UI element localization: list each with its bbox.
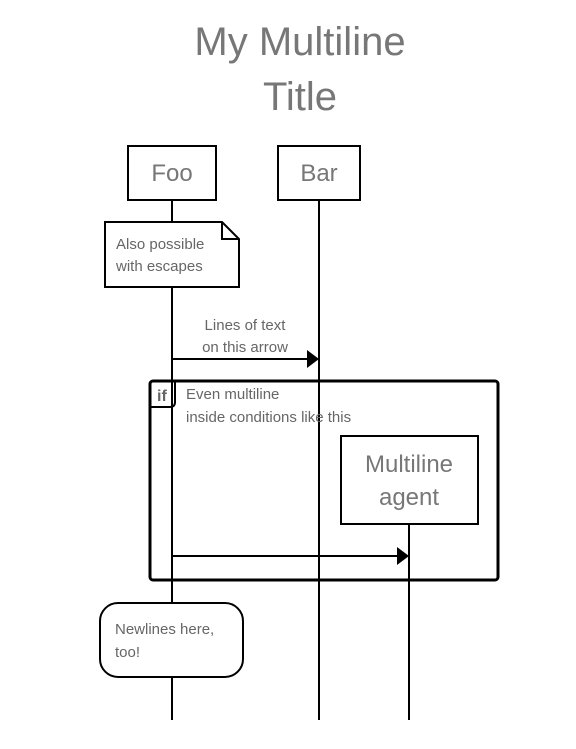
agent-foo: Foo — [127, 145, 217, 201]
message-label-line-1: Lines of text — [205, 317, 287, 334]
if-frame-label-line-2: inside conditions like this — [186, 409, 351, 426]
note-top-line-1: Also possible — [116, 236, 204, 253]
diagram-title-line-2: Title — [263, 75, 337, 119]
agent-foo-label: Foo — [151, 160, 192, 187]
note-bottom-line-1: Newlines here, — [115, 621, 214, 638]
agent-bar: Bar — [277, 145, 361, 201]
if-frame-label-line-1: Even multiline — [186, 386, 279, 403]
message-foo-to-multiline-agent — [172, 547, 409, 565]
agent-multiline: Multiline agent — [340, 435, 479, 525]
agent-multiline-label-line-1: Multiline — [365, 451, 453, 478]
message-arrowhead — [307, 350, 319, 368]
note-bottom-line-2: too! — [115, 644, 140, 661]
if-frame-keyword: if — [157, 388, 167, 405]
note-top: Also possible with escapes — [104, 221, 240, 288]
agent-multiline-label-line-2: agent — [379, 484, 439, 511]
message2-arrowhead — [397, 547, 409, 565]
if-frame: if Even multiline inside conditions like… — [148, 379, 500, 582]
if-frame-tab — [150, 381, 176, 408]
message-label-line-2: on this arrow — [202, 339, 288, 356]
note-top-line-2: with escapes — [115, 258, 203, 275]
message-foo-to-bar: Lines of text on this arrow — [172, 317, 319, 368]
agent-bar-label: Bar — [300, 160, 337, 187]
note-bottom: Newlines here, too! — [99, 602, 244, 678]
diagram-title-line-1: My Multiline — [194, 20, 405, 64]
